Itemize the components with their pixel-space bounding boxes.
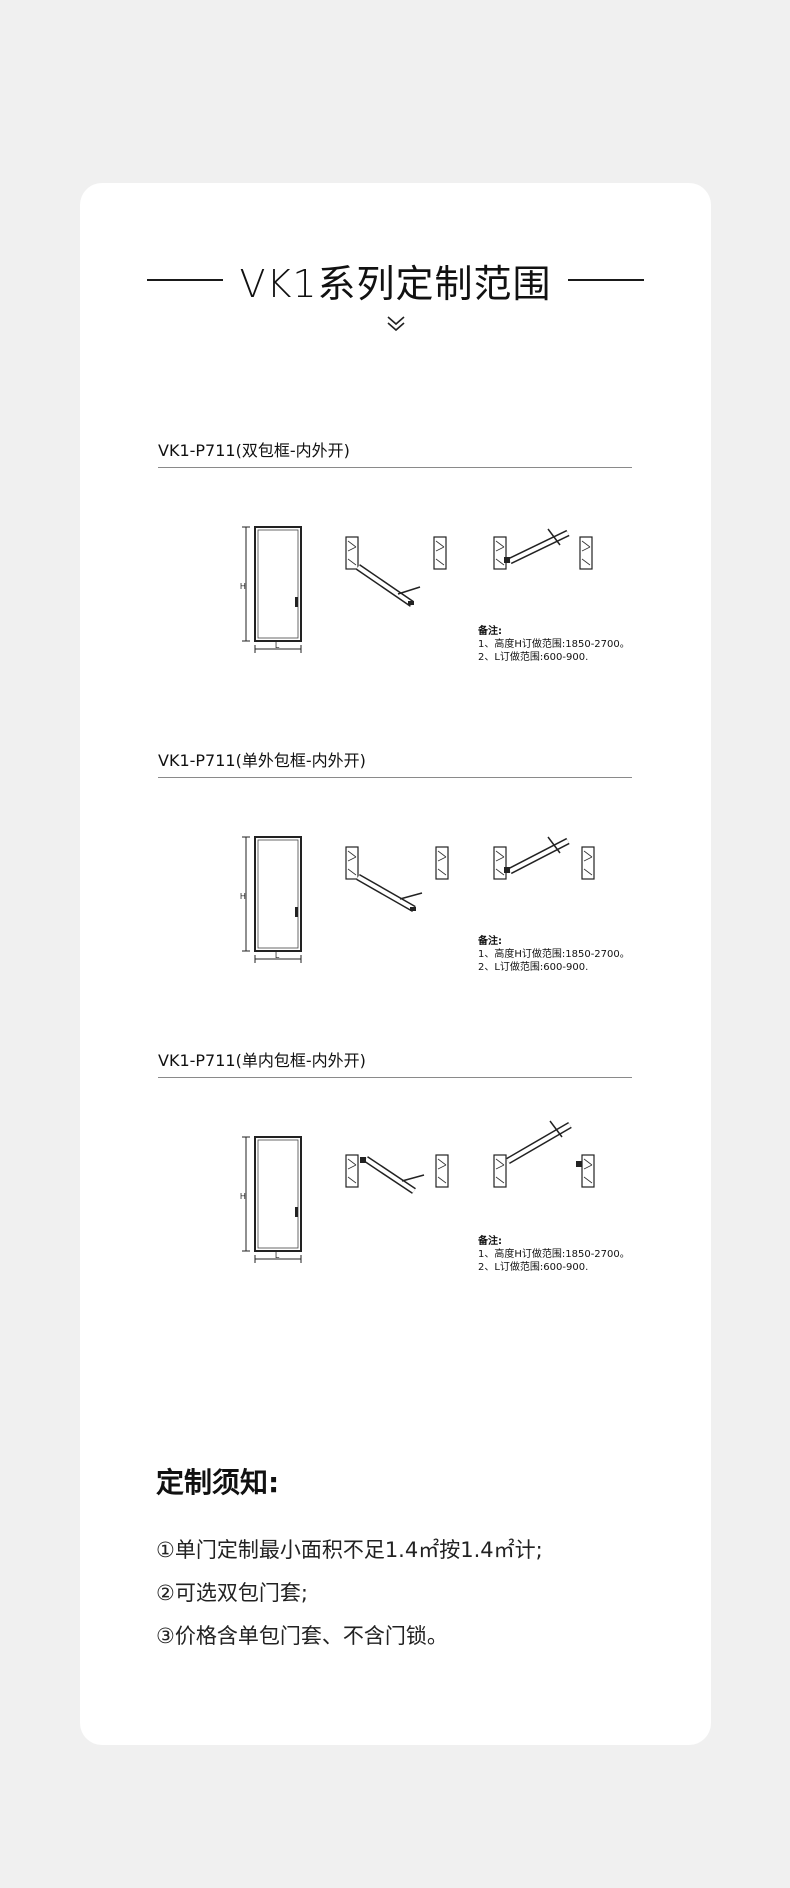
door-technical-drawing: H L (240, 1120, 595, 1263)
door-elevation-icon: H L (240, 526, 302, 653)
page-heading: VK1系列定制范围 (80, 255, 711, 306)
double-chevron-down-icon (387, 316, 405, 332)
note-width-range: 2、L订做范围:600-900. (478, 962, 589, 973)
section-divider (158, 467, 632, 468)
list-item: ①单门定制最小面积不足1.4㎡按1.4㎡计; (156, 1538, 543, 1562)
plan-view-outward-icon (345, 536, 447, 607)
plan-view-inward-icon (493, 1120, 595, 1188)
title-right-rule (567, 279, 644, 281)
page-title: VK1系列定制范围 (239, 261, 552, 306)
door-technical-drawing: H L (240, 526, 593, 653)
section-title: VK1-P711(双包框-内外开) (158, 441, 350, 460)
content-card: VK1系列定制范围 VK1-P711(双包框-内外开) H L (80, 183, 711, 1745)
note-width-range: 2、L订做范围:600-900. (478, 652, 589, 663)
title-left-rule (147, 279, 224, 281)
section-title: VK1-P711(单外包框-内外开) (158, 751, 366, 770)
note-height-range: 1、高度H订做范围:1850-2700。 (478, 1249, 630, 1260)
plan-view-inward-icon (493, 836, 595, 880)
custom-notice-list: ①单门定制最小面积不足1.4㎡按1.4㎡计; ②可选双包门套; ③价格含单包门套… (156, 1529, 636, 1658)
door-technical-drawing: H L (240, 836, 595, 963)
note-height-range: 1、高度H订做范围:1850-2700。 (478, 949, 630, 960)
dim-l-label: L (275, 951, 280, 960)
dim-h-label: H (240, 892, 246, 901)
notes-heading: 备注: (478, 936, 502, 947)
dim-h-label: H (240, 1192, 246, 1201)
spec-section-1: VK1-P711(双包框-内外开) H L (158, 439, 632, 663)
dim-h-label: H (240, 582, 246, 591)
plan-view-inward-icon (493, 528, 593, 570)
door-elevation-icon: H L (240, 836, 302, 963)
spec-section-3: VK1-P711(单内包框-内外开) H L (158, 1049, 632, 1273)
plan-view-outward-icon (345, 1154, 449, 1194)
spec-notes: 备注: 1、高度H订做范围:1850-2700。 2、L订做范围:600-900… (478, 935, 630, 974)
notes-heading: 备注: (478, 626, 502, 637)
list-item: ②可选双包门套; (156, 1581, 308, 1605)
spec-section-2: VK1-P711(单外包框-内外开) H L (158, 749, 632, 973)
dim-l-label: L (275, 641, 280, 650)
list-item: ③价格含单包门套、不含门锁。 (156, 1624, 448, 1648)
section-title: VK1-P711(单内包框-内外开) (158, 1051, 366, 1070)
spec-notes: 备注: 1、高度H订做范围:1850-2700。 2、L订做范围:600-900… (478, 1235, 630, 1274)
custom-notice: 定制须知: ①单门定制最小面积不足1.4㎡按1.4㎡计; ②可选双包门套; ③价… (156, 1463, 636, 1658)
door-elevation-icon: H L (240, 1136, 302, 1263)
dim-l-label: L (275, 1251, 280, 1260)
plan-view-outward-icon (345, 846, 449, 913)
section-divider (158, 777, 632, 778)
section-divider (158, 1077, 632, 1078)
note-width-range: 2、L订做范围:600-900. (478, 1262, 589, 1273)
spec-notes: 备注: 1、高度H订做范围:1850-2700。 2、L订做范围:600-900… (478, 625, 630, 664)
custom-notice-title: 定制须知: (156, 1466, 280, 1499)
notes-heading: 备注: (478, 1236, 502, 1247)
note-height-range: 1、高度H订做范围:1850-2700。 (478, 639, 630, 650)
